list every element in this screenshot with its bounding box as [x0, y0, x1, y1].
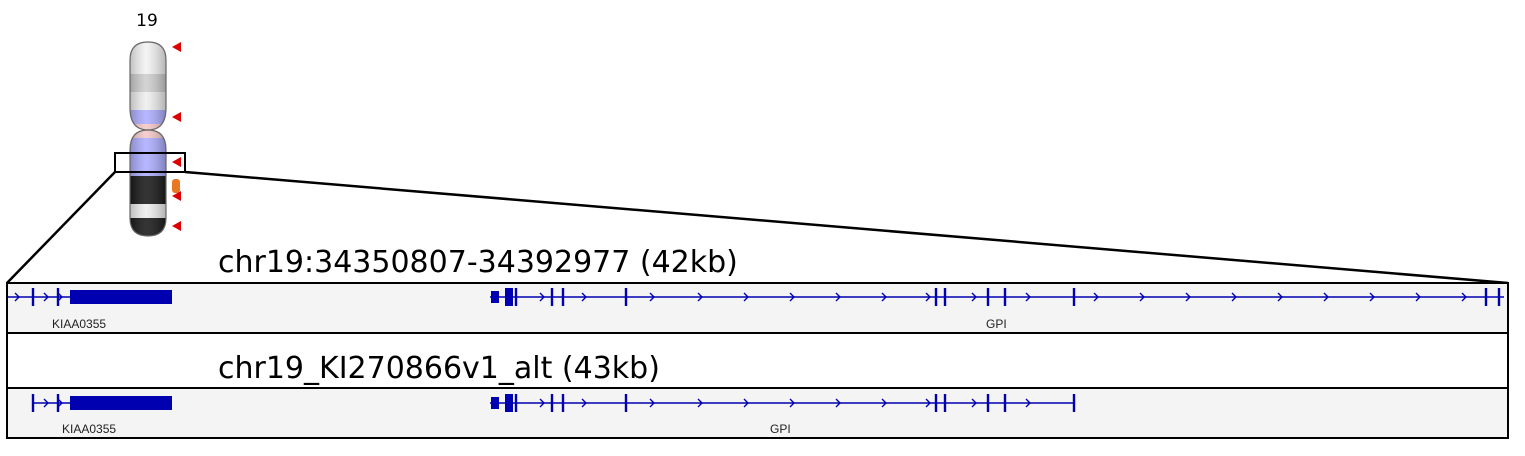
exon-mark: [624, 288, 628, 306]
exon-mark: [1497, 288, 1501, 306]
title-panel: [6, 332, 1509, 389]
region-title-reference: chr19:34350807-34392977 (42kb): [218, 245, 738, 280]
exon-mark: [56, 394, 60, 412]
strand-arrow: [539, 292, 545, 302]
exon-mark: [986, 394, 990, 412]
strand-arrow: [697, 292, 703, 302]
strand-arrow: [43, 398, 49, 408]
strand-arrow: [581, 398, 587, 408]
strand-arrow: [835, 398, 841, 408]
strand-arrow: [925, 398, 931, 408]
exon-mark: [1003, 288, 1007, 306]
exon-mark: [1072, 394, 1076, 412]
strand-arrow: [649, 292, 655, 302]
marker-orange: [172, 179, 180, 193]
exon-block: [491, 397, 499, 409]
exon-mark: [1003, 394, 1007, 412]
exon-mark: [624, 394, 628, 412]
strand-arrow: [14, 292, 20, 302]
strand-arrow: [881, 398, 887, 408]
strand-arrow: [539, 398, 545, 408]
strand-arrow: [1461, 292, 1467, 302]
alt-track-panel: [6, 387, 1509, 439]
strand-arrow: [1093, 292, 1099, 302]
gene-track-reference: [8, 288, 1504, 306]
exon-mark: [943, 394, 947, 412]
strand-arrow: [1185, 292, 1191, 302]
exon-mark: [561, 288, 565, 306]
marker-triangle: [172, 191, 181, 201]
exon-mark: [986, 288, 990, 306]
marker-triangle: [172, 112, 181, 122]
strand-arrow: [1323, 292, 1329, 302]
strand-arrow: [789, 398, 795, 408]
strand-arrow: [697, 398, 703, 408]
strand-arrow: [1415, 292, 1421, 302]
exon-mark: [514, 288, 518, 306]
zoom-region-box: [114, 152, 186, 173]
chromosome-ideogram: [129, 41, 167, 237]
exon-block: [505, 394, 513, 412]
exon-mark: [550, 394, 554, 412]
strand-arrow: [1139, 292, 1145, 302]
strand-arrow: [1369, 292, 1375, 302]
zoom-line-right: [184, 170, 1509, 285]
gene-label-kiaa0355: KIAA0355: [62, 422, 116, 436]
strand-arrow: [649, 398, 655, 408]
strand-arrow: [743, 292, 749, 302]
marker-triangle: [172, 157, 181, 167]
exon-block: [70, 396, 172, 410]
strand-arrow: [835, 292, 841, 302]
strand-arrow: [789, 292, 795, 302]
exon-mark: [514, 394, 518, 412]
zoom-line-left: [6, 171, 116, 284]
gene-label-kiaa0355: KIAA0355: [52, 317, 106, 331]
chromosome-label: 19: [136, 11, 158, 31]
exon-mark: [550, 288, 554, 306]
strand-arrow: [925, 292, 931, 302]
exon-block: [491, 291, 499, 303]
strand-arrow: [57, 292, 63, 302]
exon-mark: [31, 288, 35, 306]
gene-track-alt: [31, 394, 1076, 412]
exon-mark: [943, 288, 947, 306]
region-title-alt: chr19_KI270866v1_alt (43kb): [218, 351, 660, 386]
strand-arrow: [1277, 292, 1283, 302]
strand-arrow: [1025, 292, 1031, 302]
marker-triangle: [172, 221, 181, 231]
exon-mark: [1072, 288, 1076, 306]
strand-arrow: [881, 292, 887, 302]
marker-triangle: [172, 42, 181, 52]
strand-arrow: [1025, 398, 1031, 408]
strand-arrow: [57, 398, 63, 408]
gene-label-gpi: GPI: [770, 422, 791, 436]
exon-block: [70, 290, 172, 304]
exon-mark: [1484, 288, 1488, 306]
strand-arrow: [1231, 292, 1237, 302]
strand-arrow: [43, 292, 49, 302]
strand-arrow: [581, 292, 587, 302]
strand-arrow: [743, 398, 749, 408]
exon-mark: [561, 394, 565, 412]
exon-mark: [56, 288, 60, 306]
exon-mark: [934, 288, 938, 306]
exon-mark: [31, 394, 35, 412]
strand-arrow: [971, 292, 977, 302]
strand-arrow: [971, 398, 977, 408]
gene-label-gpi: GPI: [986, 317, 1007, 331]
reference-track-panel: [6, 282, 1509, 334]
exon-mark: [934, 394, 938, 412]
exon-block: [505, 288, 513, 306]
